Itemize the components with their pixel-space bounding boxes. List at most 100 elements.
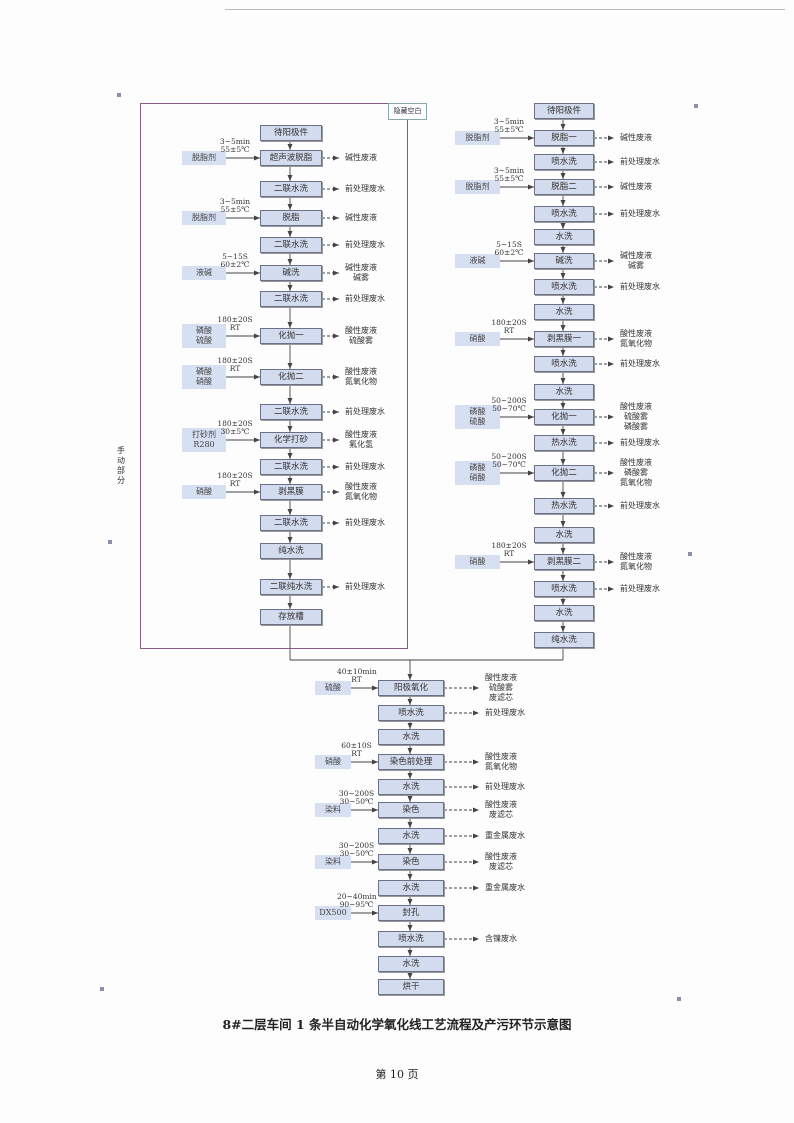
arrow-head-icon [560,350,566,356]
process-step-box: 染色 [378,854,444,870]
parameter-text: 3~5min [493,166,525,175]
emission-output: 前处理废水 [620,584,660,594]
parameter-text: 50~70℃ [492,460,526,469]
parameter-text: RT [229,364,241,373]
emission-text: 碱性废液 [620,182,652,191]
arrow-head-icon [407,925,413,931]
parameter-text: 3~5min [219,137,251,146]
emission-output: 碱性废液 [345,213,377,223]
process-step-box: 化学打砂 [260,432,322,448]
emission-text: 碱雾 [353,273,369,282]
arrow-head-icon [560,378,566,384]
arrow-head-icon [528,258,534,264]
chemical-input-label: DX500 [319,908,347,917]
emission-text: 酸性废液 [620,329,652,338]
arrow-head-icon [372,859,378,865]
arrow-head-icon [560,247,566,253]
arrow-head-icon [608,586,614,592]
parameter-text: 60±2℃ [220,260,250,269]
process-step-box: 二联水洗 [260,404,322,420]
arrow-head-icon [608,184,614,190]
chemical-input-box: DX500 [315,906,351,920]
process-step-box: 烘干 [378,979,444,995]
process-step-box: 剥黑膜二 [534,554,594,570]
chemical-input-label: 磷酸 [469,463,486,472]
arrow-head-icon [608,159,614,165]
parameter-text: 30±5℃ [220,427,250,436]
process-step-box: 二联水洗 [260,459,322,475]
arrow-head-icon [473,807,479,813]
arrow-head-icon [287,259,293,265]
process-step-box: 待阳极件 [260,125,322,141]
arrow-head-icon [560,200,566,206]
chemical-input-label: 脱脂剂 [465,182,490,191]
chemical-input-label: 硝酸 [196,487,212,496]
arrow-head-icon [560,173,566,179]
parameter-text: RT [229,323,241,332]
process-step-box: 化抛一 [260,328,322,344]
process-step-box: 剥黑膜一 [534,331,594,347]
arrow-head-icon [473,859,479,865]
arrow-head-icon [254,270,260,276]
emission-text: 磷酸雾 [624,468,648,477]
arrow-head-icon [608,211,614,217]
process-step-box: 封孔 [378,905,444,921]
arrow-head-icon [560,492,566,498]
arrow-head-icon [473,885,479,891]
emission-output: 前处理废水 [620,501,660,511]
emission-output: 酸性废液氮氧化物 [620,329,652,349]
chemical-input-label: 脱脂剂 [192,153,216,162]
emission-output: 前处理废水 [345,184,385,194]
arrow-head-icon [560,273,566,279]
arrow-head-icon [372,910,378,916]
chemical-input-label: 硫酸 [325,683,341,692]
process-step-box: 纯水洗 [260,543,322,559]
arrow-head-icon [560,223,566,229]
arrow-head-icon [287,231,293,237]
arrow-head-icon [407,822,413,828]
process-step-box: 水洗 [534,605,594,621]
process-step-box: 剥黑膜 [260,484,322,500]
process-step-box: 纯水洗 [534,632,594,648]
process-step-box: 水洗 [534,229,594,245]
emission-text: 前处理废水 [485,782,525,791]
emission-text: 酸性废液 [620,552,652,561]
chemical-input-box: 脱脂剂 [182,211,226,225]
emission-text: 碱性废液 [345,213,377,222]
emission-text: 前处理废水 [345,294,385,303]
emission-text: 酸性废液 [620,458,652,467]
arrow-head-icon [287,426,293,432]
arrow-head-icon [560,325,566,331]
arrow-head-icon [608,284,614,290]
manual-section-frame [140,103,408,649]
manual-section-label: 手动部分 [117,446,125,485]
process-step-box: 碱洗 [534,253,594,269]
emission-text: 前处理废水 [620,438,660,447]
process-step-box: 二联水洗 [260,515,322,531]
emission-text: 碱性废液 [620,133,652,142]
chemical-input-label: 硫酸 [469,417,486,426]
arrow-head-icon [473,710,479,716]
emission-text: 前处理废水 [620,209,660,218]
chemical-input-label: 脱脂剂 [465,133,490,142]
chemical-input-label: 液碱 [469,256,486,265]
chemical-input-label: 磷酸 [196,367,212,376]
emission-output: 酸性废液硫酸雾磷酸雾 [620,402,652,432]
scan-mark [688,552,692,556]
emission-text: 前处理废水 [620,584,660,593]
process-step-box: 染色 [378,802,444,818]
emission-text: 氮氧化物 [485,762,517,771]
emission-output: 碱性废液碱雾 [620,251,652,271]
arrow-head-icon [287,573,293,579]
hide-blank-button[interactable]: 隐藏空白 [388,103,427,120]
arrow-head-icon [333,242,339,248]
chemical-input-box: 染料 [315,803,351,817]
arrow-head-icon [407,973,413,979]
